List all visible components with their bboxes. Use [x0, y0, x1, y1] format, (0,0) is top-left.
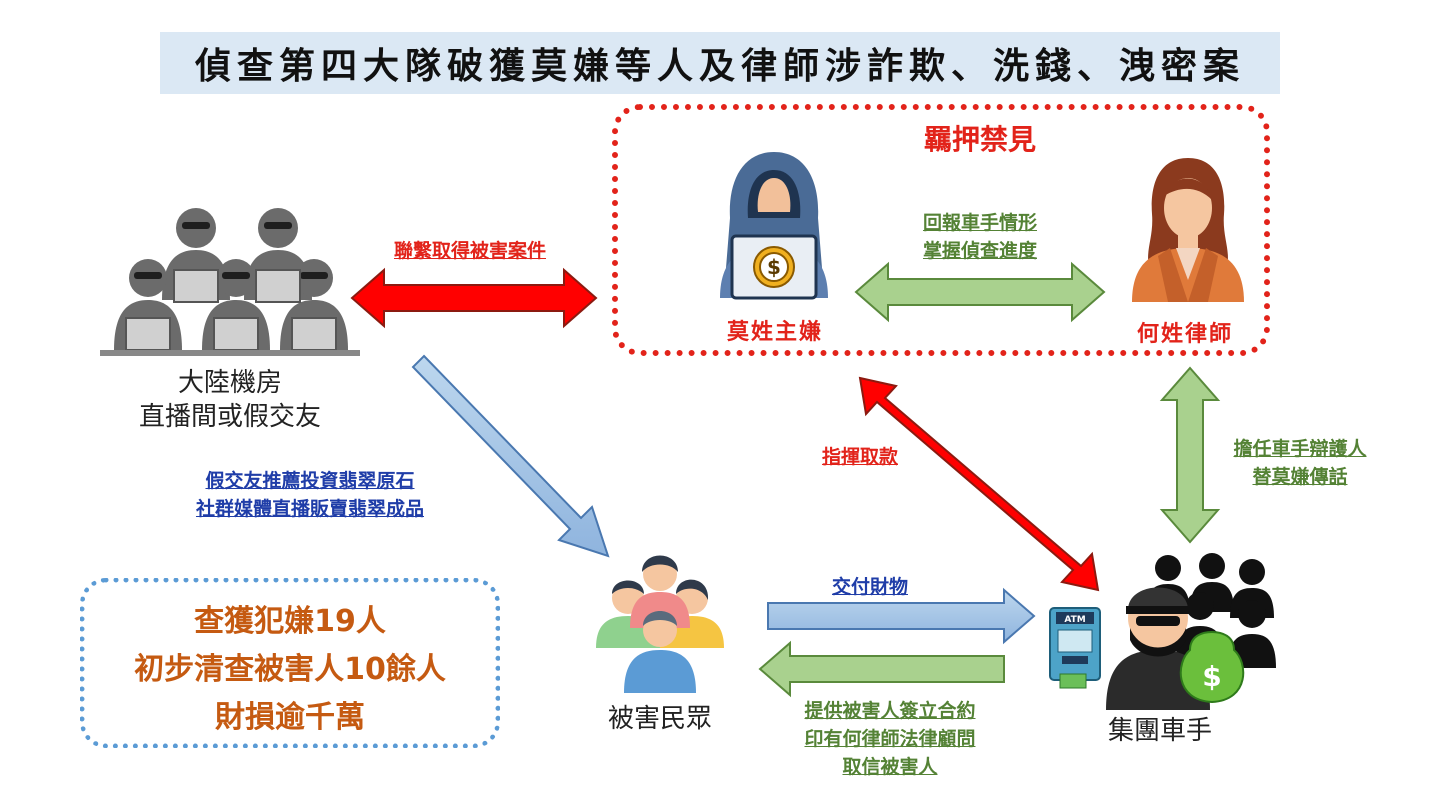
- command-arrow: [858, 376, 1100, 592]
- contact-label: 聯繫取得被害案件: [393, 240, 546, 262]
- call-center-label-2: 直播間或假交友: [138, 402, 321, 432]
- report-arrow: [854, 261, 1106, 323]
- couriers-label: 集團車手: [1107, 716, 1212, 746]
- summary-box: [80, 578, 500, 748]
- contract-label-3: 取信被害人: [842, 756, 938, 778]
- victims-icon: [596, 555, 724, 693]
- report-label-2: 掌握偵查進度: [922, 240, 1037, 262]
- summary-line-3: 財損逾千萬: [215, 700, 365, 735]
- title-bar: 偵查第四大隊破獲莫嫌等人及律師涉詐欺、洗錢、洩密案: [160, 32, 1280, 94]
- deliver-label: 交付財物: [831, 576, 908, 598]
- couriers-icon: ATM $: [1049, 553, 1276, 710]
- svg-text:$: $: [1202, 660, 1221, 693]
- contract-label-1: 提供被害人簽立合約: [804, 700, 976, 722]
- deliver-arrow: [767, 587, 1036, 645]
- lawyer-icon: [1132, 158, 1244, 302]
- page-title: 偵查第四大隊破獲莫嫌等人及律師涉詐欺、洗錢、洩密案: [194, 45, 1245, 87]
- report-label-1: 回報車手情形: [922, 212, 1037, 234]
- contract-label-2: 印有何律師法律顧問: [804, 728, 976, 750]
- suspect-icon: $: [720, 152, 828, 300]
- svg-text:ATM: ATM: [1064, 615, 1085, 625]
- command-label: 指揮取款: [821, 446, 898, 468]
- defend-arrow: [1159, 366, 1221, 544]
- lure-label-2: 社群媒體直播販賣翡翠成品: [195, 498, 424, 520]
- suspect-label: 莫姓主嫌: [726, 320, 823, 345]
- detention-label: 羈押禁見: [923, 123, 1036, 156]
- defend-label-2: 替莫嫌傳話: [1252, 466, 1348, 488]
- svg-text:$: $: [767, 255, 781, 279]
- summary-line-1: 查獲犯嫌19人: [194, 604, 386, 639]
- contact-arrow: [350, 267, 598, 329]
- call-center-label-1: 大陸機房: [177, 368, 282, 398]
- victims-label: 被害民眾: [607, 704, 712, 734]
- defend-label-1: 擔任車手辯護人: [1233, 438, 1367, 460]
- lure-arrow: [411, 354, 610, 558]
- lure-label-1: 假交友推薦投資翡翠原石: [205, 470, 415, 492]
- lawyer-label: 何姓律師: [1136, 322, 1233, 347]
- call-center-icon: [100, 208, 360, 356]
- detention-box: [612, 104, 1270, 356]
- contract-arrow: [758, 640, 1005, 698]
- summary-line-2: 初步清查被害人10餘人: [134, 652, 446, 687]
